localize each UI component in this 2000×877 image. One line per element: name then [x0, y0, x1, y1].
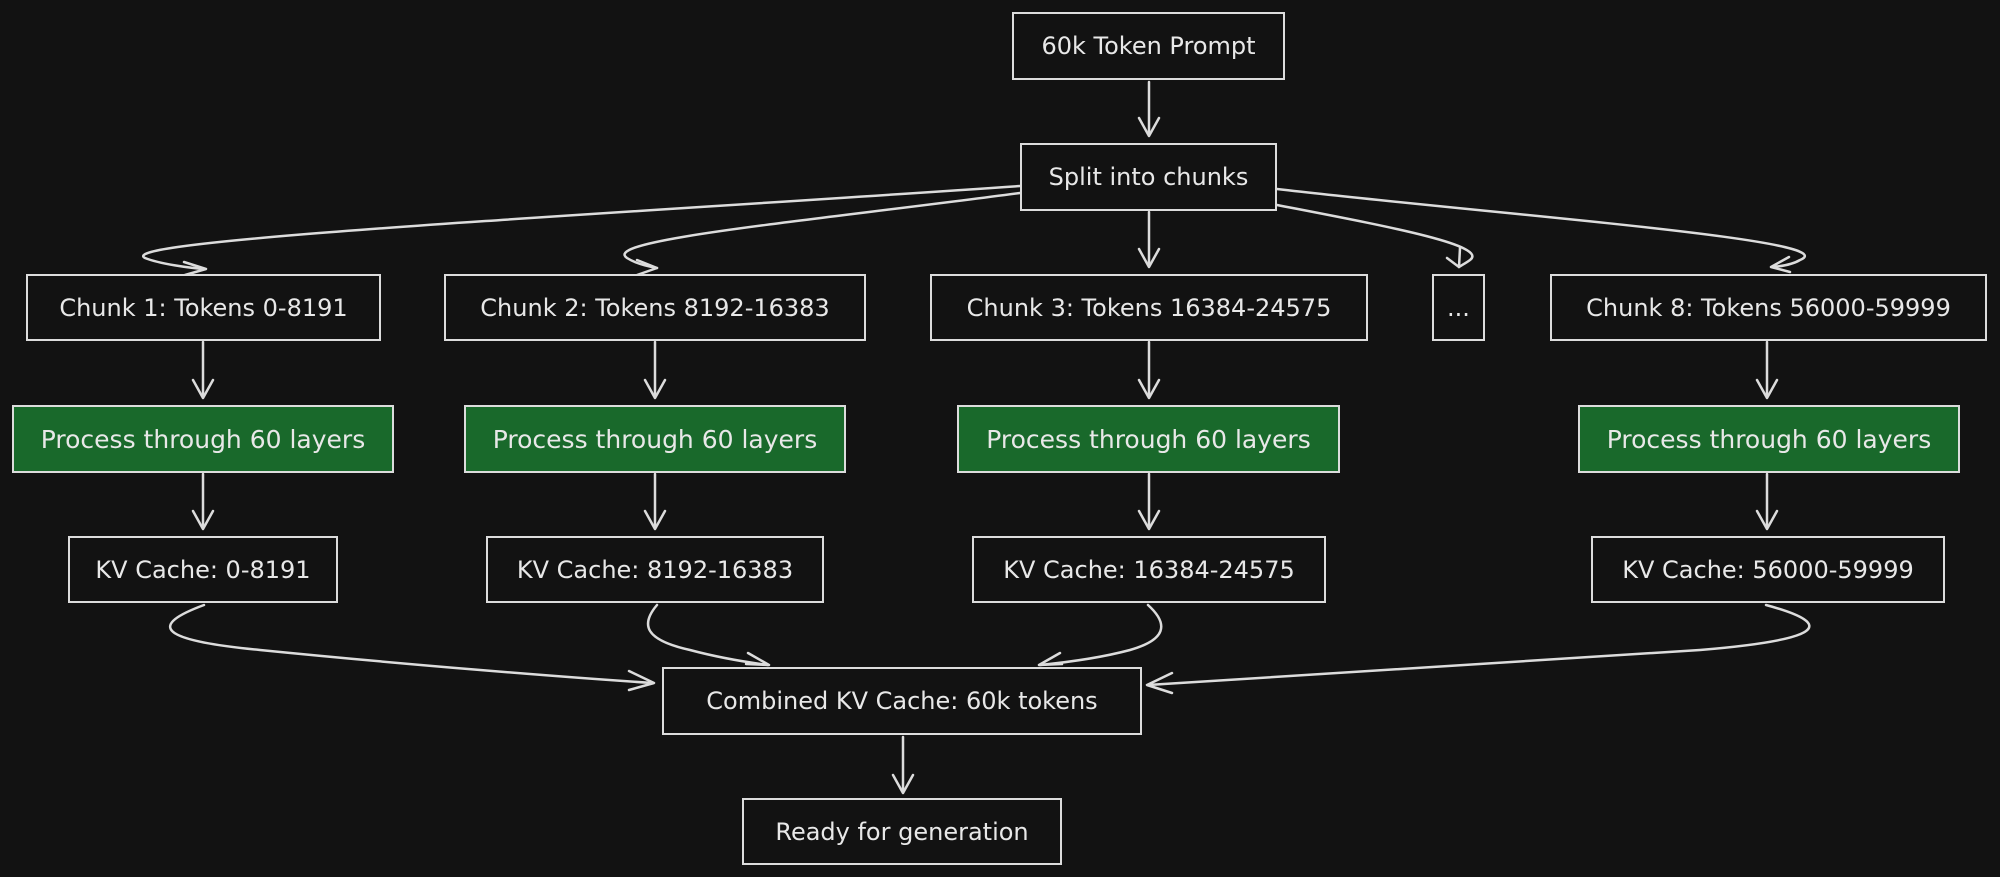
process-1-node: Process through 60 layers: [12, 405, 394, 473]
edge-cache-8-to-combined: [1145, 603, 1811, 695]
edge-split-to-chunk-3: [1137, 210, 1161, 269]
process-8-node: Process through 60 layers: [1578, 405, 1960, 473]
edge-process-1-to-cache: [191, 472, 215, 531]
chunk-1-node: Chunk 1: Tokens 0-8191: [26, 274, 381, 341]
edge-cache-1-to-combined: [169, 603, 656, 692]
ellipsis-node: ...: [1432, 274, 1485, 341]
edge-process-2-to-cache: [643, 472, 667, 531]
edge-chunk-8-to-process: [1755, 340, 1779, 400]
chunk-2-node: Chunk 2: Tokens 8192-16383: [444, 274, 866, 341]
cache-2-node: KV Cache: 8192-16383: [486, 536, 824, 603]
edge-split-to-ellipsis: [1275, 203, 1474, 269]
edge-chunk-1-to-process: [191, 340, 215, 400]
process-2-node: Process through 60 layers: [464, 405, 846, 473]
process-3-node: Process through 60 layers: [957, 405, 1340, 473]
edge-combined-to-ready: [891, 735, 915, 795]
edge-split-to-chunk-8: [1275, 187, 1806, 274]
edge-process-8-to-cache: [1755, 472, 1779, 531]
prompt-node: 60k Token Prompt: [1012, 12, 1285, 80]
edge-split-to-chunk-1: [141, 184, 1022, 277]
edge-chunk-3-to-process: [1137, 340, 1161, 400]
chunk-3-node: Chunk 3: Tokens 16384-24575: [930, 274, 1368, 341]
chunk-8-node: Chunk 8: Tokens 56000-59999: [1550, 274, 1987, 341]
edge-split-to-chunk-2: [623, 191, 1022, 277]
cache-3-node: KV Cache: 16384-24575: [972, 536, 1326, 603]
edge-prompt-to-split: [1137, 80, 1161, 138]
edge-cache-3-to-combined: [1037, 603, 1163, 667]
split-node: Split into chunks: [1020, 143, 1277, 211]
edge-process-3-to-cache: [1137, 472, 1161, 531]
cache-8-node: KV Cache: 56000-59999: [1591, 536, 1945, 603]
combined-cache-node: Combined KV Cache: 60k tokens: [662, 667, 1142, 735]
edge-chunk-2-to-process: [643, 340, 667, 400]
ready-node: Ready for generation: [742, 798, 1062, 865]
cache-1-node: KV Cache: 0-8191: [68, 536, 338, 603]
edge-cache-2-to-combined: [646, 603, 771, 667]
